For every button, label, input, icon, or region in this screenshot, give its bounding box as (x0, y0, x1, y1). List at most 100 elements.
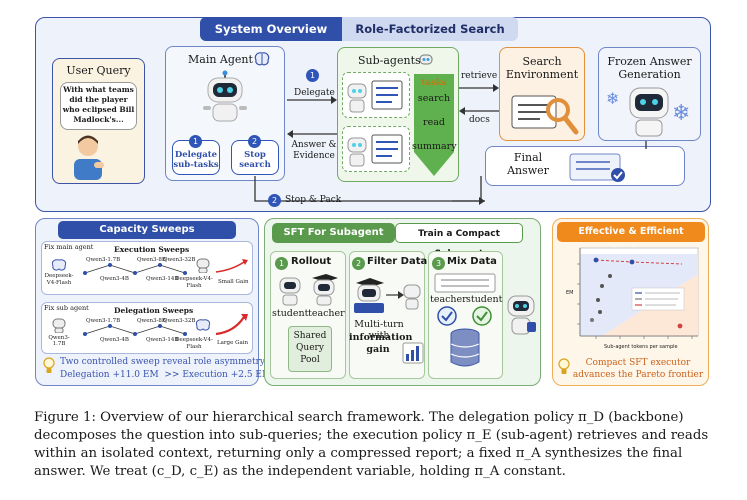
caption-line-1: Figure 1: Overview of our hierarchical s… (34, 410, 684, 425)
caption-line-3: within an isolated context, returning on… (34, 446, 683, 461)
answer-evidence-label: Answer & Evidence (291, 140, 337, 161)
subagents-title: Sub-agents (358, 54, 421, 67)
del-model: Qwen3-32B (163, 318, 196, 324)
exec-model: Qwen3-14B (146, 276, 179, 282)
del-model: Qwen3-4B (100, 337, 129, 343)
exec-model: Qwen3-4B (100, 276, 129, 282)
answer-evidence-arrow (287, 130, 337, 138)
caption-line-2: decomposes the question into sub-queries… (34, 428, 709, 443)
brain-icon (195, 319, 211, 331)
shared-query-pool-box (288, 326, 332, 372)
main-agent-robot-icon (203, 70, 247, 122)
tasks-label: tasks (421, 78, 447, 88)
task-search: search (417, 93, 451, 104)
delegation-sweeps-title: Delegation Sweeps (114, 306, 194, 315)
exec-model: Qwen3-1.7B (86, 257, 121, 263)
mix-docs-icon (434, 273, 496, 293)
student-label: student (272, 308, 309, 319)
small-gain-label: Small Gain (218, 279, 249, 285)
subagent-worker-icon (347, 80, 403, 113)
efficient-header: Effective & Efficient Finding (557, 222, 705, 257)
mix-step-badge: 3 (432, 257, 445, 270)
lightbulb-icon (558, 358, 570, 374)
subagent-worker-icon (347, 134, 403, 167)
user-avatar-icon (74, 135, 104, 180)
stop-pack-step-badge: 2 (268, 194, 281, 207)
frozen-robot-icon: ❄ ❄ (606, 87, 690, 137)
del-sub-agent-label: Qwen3-1.7B (48, 335, 70, 347)
svg-text:❄: ❄ (672, 101, 690, 126)
frozen-to-final-arrow (645, 141, 647, 149)
tab-system-overview[interactable]: System Overview (200, 17, 342, 41)
delegation-sweep-card (41, 302, 253, 354)
step-2-badge: 2 (248, 135, 261, 148)
filter-step-badge: 2 (352, 257, 365, 270)
final-answer-title: Final Answer (507, 151, 549, 177)
delegate-subtasks-button[interactable] (172, 140, 220, 175)
efficient-note: Compact SFT executor advances the Pareto… (572, 358, 704, 380)
multi-turn-label: Multi-turn with (354, 319, 404, 341)
search-magnifier-icon (511, 95, 579, 135)
exec-model: Qwen3-8B (137, 257, 166, 263)
figure-caption: Figure 1: Overview of our hierarchical s… (34, 409, 714, 481)
rollout-step-badge: 1 (275, 257, 288, 270)
del-model: Qwen3-1.7B (86, 318, 121, 324)
delegation-sweep-line (83, 324, 187, 336)
pareto-ylabel: EM (566, 290, 574, 296)
delegate-step-badge: 1 (306, 69, 319, 82)
rollout-title: Rollout (291, 256, 332, 267)
delegate-arrow (287, 96, 337, 104)
delegate-subtasks-label: Delegate sub-tasks (173, 150, 219, 170)
brain-icon (254, 52, 270, 66)
stop-pack-label: Stop & Pack (285, 195, 342, 205)
shared-query-pool-label: Shared Query Pool (293, 331, 327, 365)
large-gain-label: Large Gain (217, 340, 249, 346)
user-query-title: User Query (66, 64, 131, 77)
task-read: read (423, 117, 445, 128)
exec-main-agent-label: Deepseek-V4-Flash (44, 273, 74, 286)
frozen-answer-title: Frozen Answer Generation (607, 55, 692, 81)
small-gain-arrow (215, 259, 248, 273)
search-environment-title: Search Environment (505, 55, 579, 81)
sub-robot-icon (52, 318, 66, 333)
capacity-note-line1: Two controlled sweep reveal role asymmet… (60, 357, 265, 367)
capacity-sweeps-header: Capacity Sweeps (58, 221, 236, 239)
mix-title: Mix Data (447, 256, 497, 267)
execution-sweep-card (41, 241, 253, 295)
task-summary: summary (412, 141, 457, 152)
large-gain-arrow (215, 314, 248, 336)
execution-sweep-line (83, 263, 187, 275)
mix-student-label: student (466, 294, 503, 305)
check-icon (437, 306, 457, 326)
exec-robot-icon (196, 258, 210, 273)
brain-icon (51, 259, 67, 271)
caption-line-4: answer. We treat (c_D, c_E) as the indep… (34, 464, 566, 479)
speech-bubble (60, 82, 137, 130)
retrieve-label: retrieve (461, 71, 498, 81)
sft-header: SFT For Subagent (272, 223, 395, 243)
retrieve-arrow (459, 84, 499, 92)
svg-text:❄: ❄ (606, 89, 619, 108)
information-gain-label: information gain (349, 332, 413, 355)
tab-role-factorized[interactable]: Role-Factorized Search Agent (342, 17, 518, 60)
pareto-xlabel: Sub-agent tokens per sample (604, 344, 678, 350)
gain-chart-icon (402, 342, 424, 364)
delegate-arrow-label: Delegate (294, 88, 335, 98)
teacher-label: teacher (308, 308, 345, 319)
step-1-badge: 1 (189, 135, 202, 148)
exec-model: Qwen3-32B (163, 257, 196, 263)
capacity-note-line2: Delegation +11.0 EM >> Execution +2.5 EM (60, 370, 272, 380)
database-icon (450, 328, 480, 367)
fix-sub-label: Fix sub agent (44, 304, 89, 312)
main-agent-title: Main Agent (188, 53, 253, 66)
mix-teacher-label: teacher (430, 294, 467, 305)
check-icon (472, 306, 492, 326)
exec-model: Deepseek-V4-Flash (175, 276, 213, 289)
del-model: Qwen3-8B (137, 318, 166, 324)
docs-label: docs (469, 115, 490, 125)
final-answer-doc-icon (569, 153, 625, 182)
sft-subheader: Train a Compact Subagent (395, 223, 523, 259)
docs-arrow (459, 107, 499, 115)
stop-pack-arrow (254, 176, 485, 205)
tasks-arrow-shape (414, 74, 454, 176)
